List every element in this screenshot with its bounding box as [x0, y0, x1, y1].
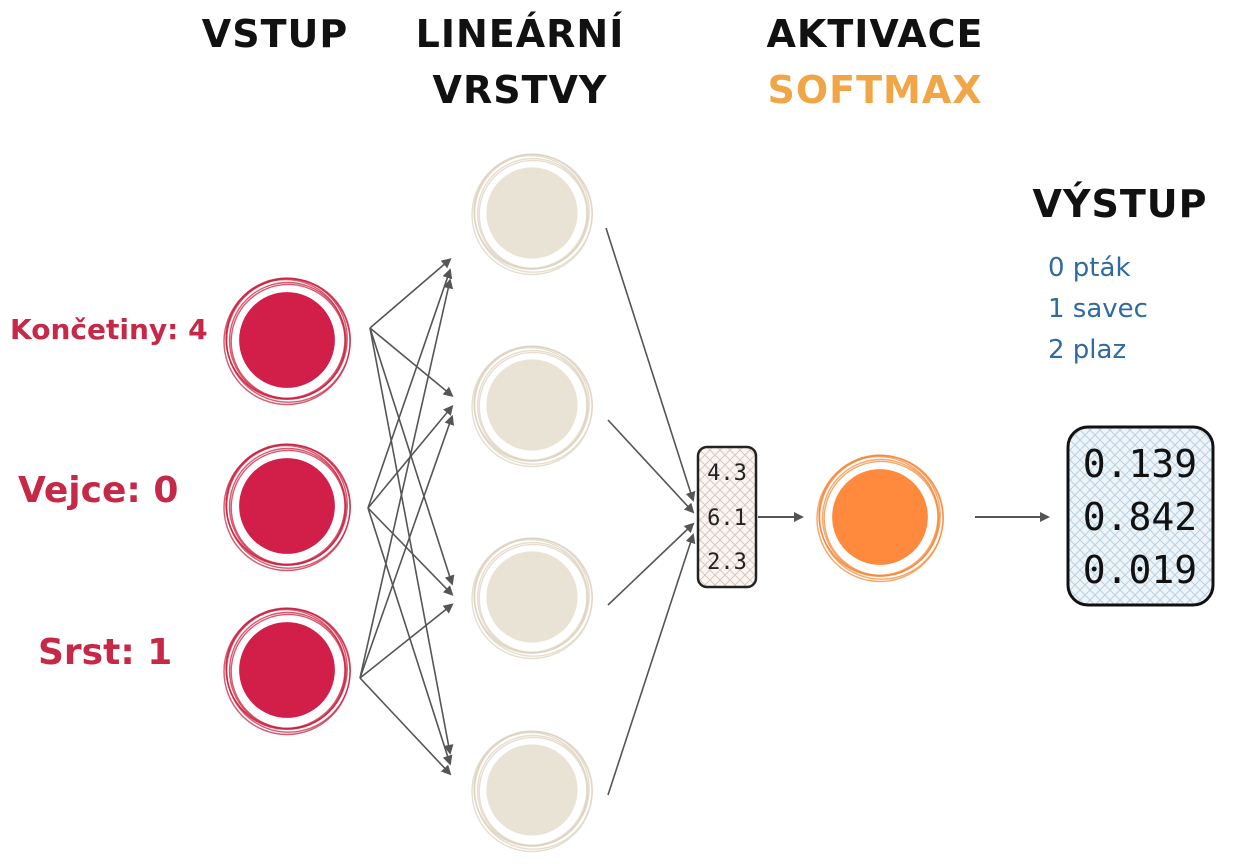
hidden-node: [471, 537, 593, 660]
logits-box: [696, 445, 758, 589]
hidden-node: [471, 345, 593, 468]
connection-hidden-logits: [607, 522, 695, 606]
input-node: [223, 277, 351, 406]
logit-value: 6.1: [707, 506, 747, 531]
connection-input-hidden: [369, 327, 454, 397]
nodes: [223, 153, 944, 853]
logit-value: 4.3: [707, 461, 747, 486]
probability-value: 0.139: [1083, 442, 1197, 486]
connection-hidden-logits: [607, 419, 695, 514]
legend-item: 1 savec: [1048, 294, 1148, 324]
probability-value: 0.019: [1083, 548, 1197, 592]
connection-input-hidden: [359, 603, 454, 679]
connection-input-hidden: [359, 278, 454, 679]
probability-value: 0.842: [1083, 495, 1197, 539]
input-label-limbs: Končetiny: 4: [10, 313, 208, 346]
header-softmax: SOFTMAX: [767, 68, 983, 112]
header-activation: AKTIVACE: [766, 12, 984, 56]
softmax-node: [816, 454, 944, 583]
legend-item: 2 plaz: [1048, 335, 1127, 365]
legend-item: 0 pták: [1048, 253, 1131, 283]
input-node: [223, 443, 351, 572]
header-linear-line1: LINEÁRNÍ: [415, 12, 625, 56]
input-label-fur: Srst: 1: [38, 632, 173, 673]
connection-input-hidden: [359, 414, 455, 679]
connections: [359, 227, 696, 796]
input-node: [223, 607, 351, 736]
hidden-node: [471, 730, 593, 853]
hidden-node: [471, 153, 593, 276]
connection-hidden-logits: [605, 227, 696, 502]
connection-input-hidden: [369, 258, 452, 329]
connection-hidden-logits: [607, 533, 696, 796]
connection-input-hidden: [359, 677, 452, 776]
connection-input-hidden: [367, 268, 453, 509]
output-class-legend: 0 pták 1 savec 2 plaz: [1048, 248, 1148, 371]
input-label-eggs: Vejce: 0: [18, 470, 179, 511]
connection-input-hidden: [367, 507, 454, 596]
header-input: VSTUP: [201, 12, 349, 56]
connection-input-hidden: [369, 327, 454, 755]
header-output: VÝSTUP: [1032, 182, 1208, 226]
header-linear-line2: VRSTVY: [432, 68, 608, 112]
logit-value: 2.3: [707, 550, 747, 575]
probabilities-box: [1066, 425, 1215, 607]
connection-input-hidden: [367, 507, 453, 766]
